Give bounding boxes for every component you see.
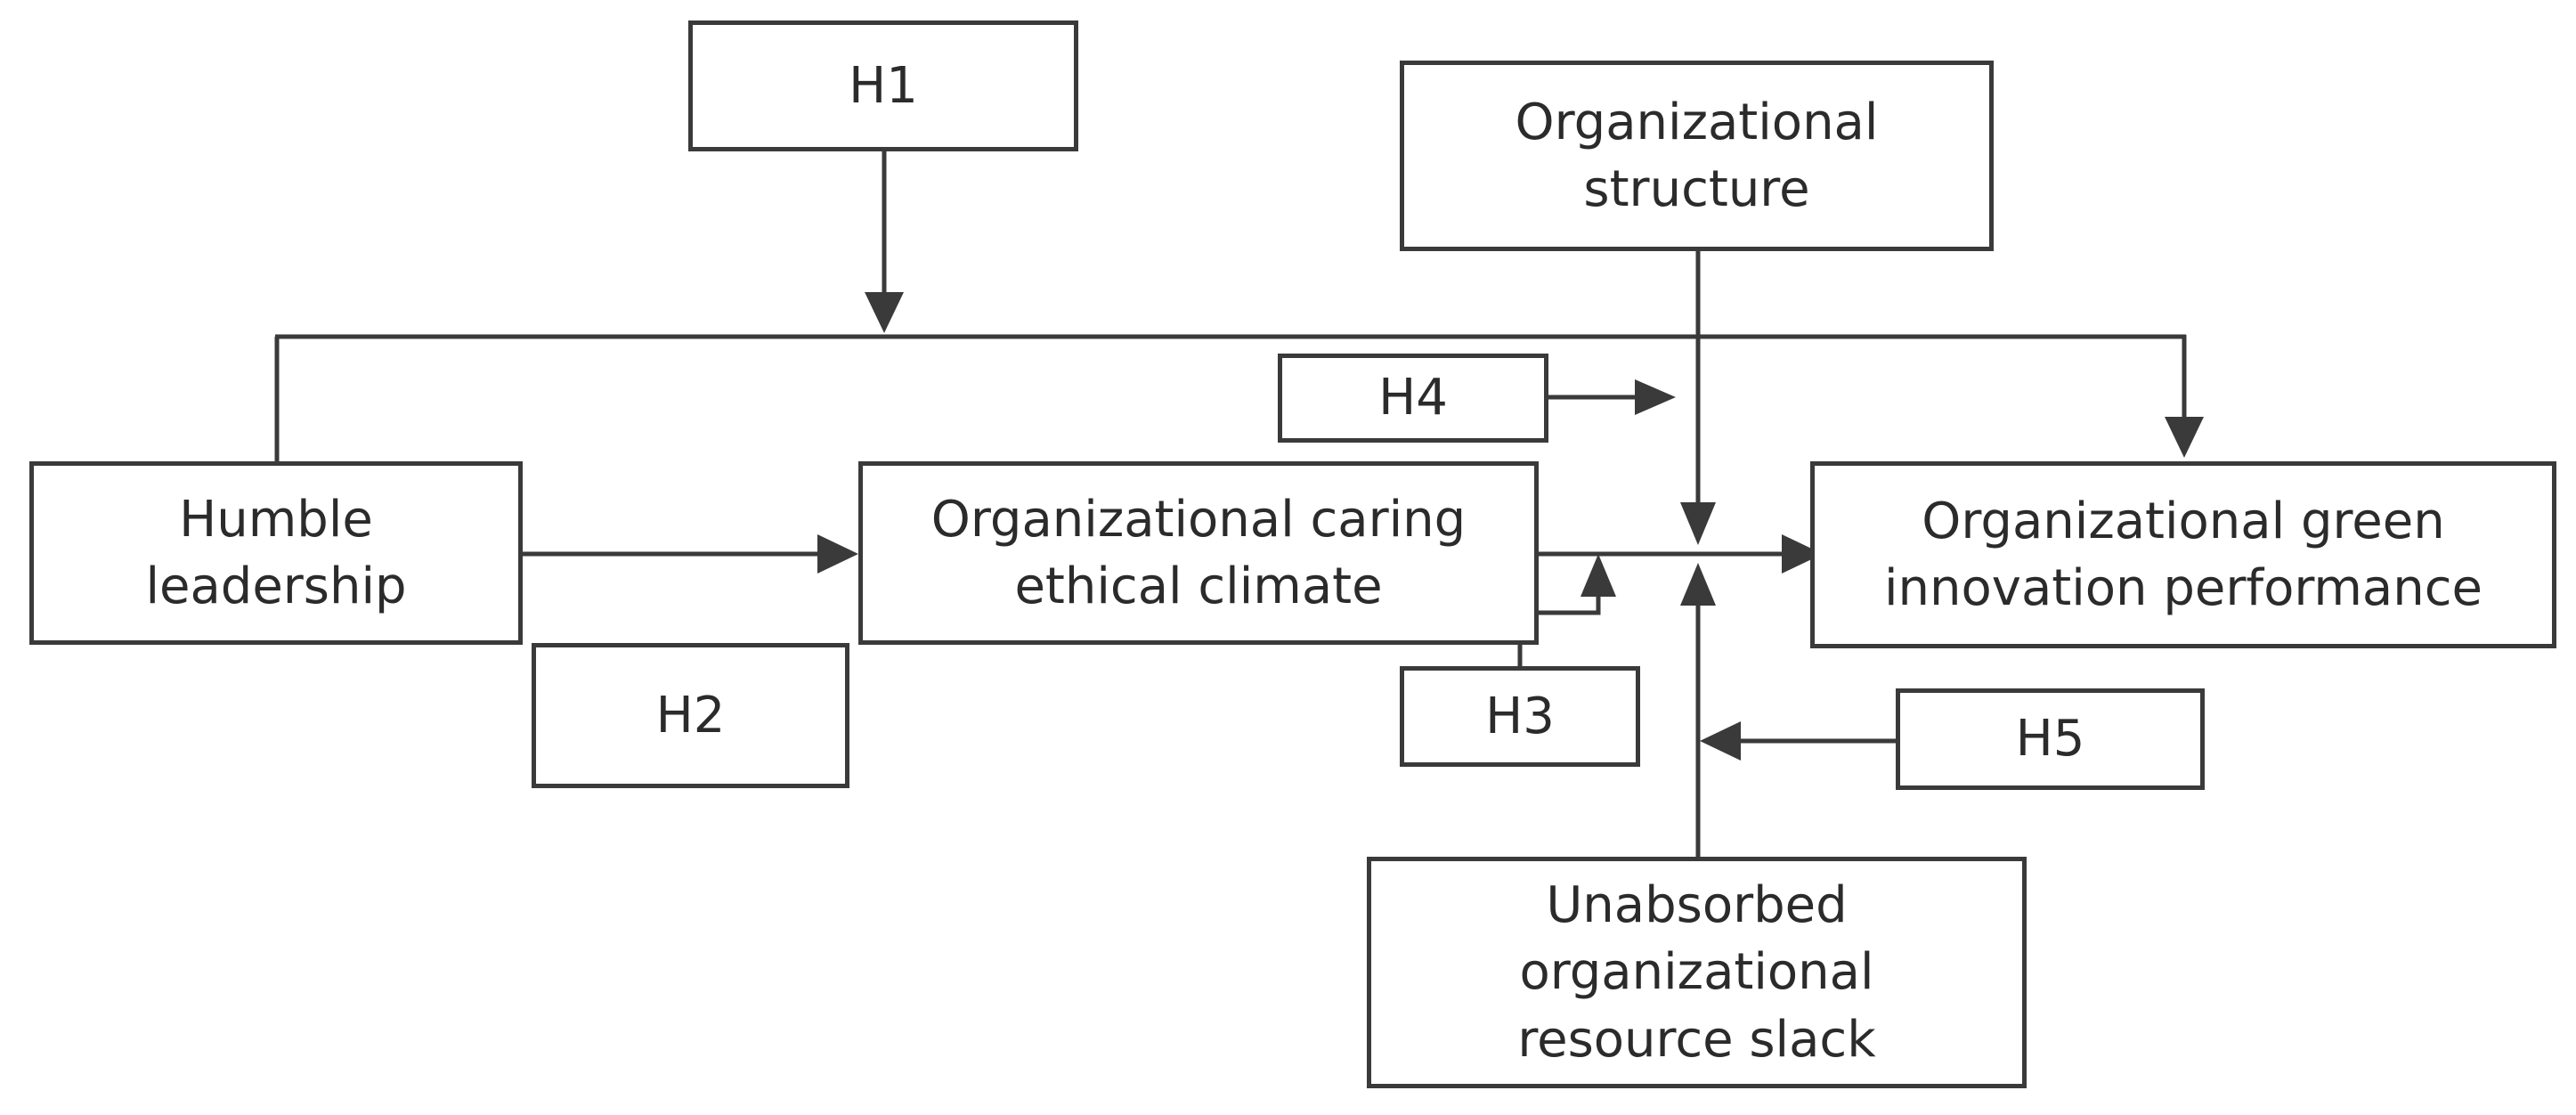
structure-line-2: structure (1583, 160, 1810, 218)
h3-moderation-arrowhead (1581, 554, 1616, 597)
resource-slack-line-1: Unabsorbed (1546, 876, 1848, 935)
h2-text: H2 (655, 686, 726, 745)
h3-text: H3 (1485, 687, 1555, 745)
green-innovation-line-1: Organizational green (1922, 492, 2445, 550)
humble-leadership-line-1: Humble (179, 490, 373, 549)
h1-text: H1 (849, 56, 918, 115)
humble-leadership-line-2: leadership (145, 558, 407, 615)
caring-climate-line-1: Organizational caring (930, 490, 1467, 549)
caring-ethical-climate-node: Organizational caring ethical climate (858, 461, 1539, 645)
h4-arrowhead (1635, 379, 1676, 415)
humble-leadership-node: Humble leadership (29, 461, 523, 645)
h1-arrowhead (865, 292, 904, 333)
slack-arrowhead (1680, 563, 1716, 606)
h4-label: H4 (1278, 354, 1548, 443)
organizational-structure-node: Organizational structure (1400, 61, 1994, 251)
h1-label: H1 (688, 20, 1078, 151)
h5-text: H5 (2015, 710, 2085, 769)
resource-slack-node: Unabsorbed organizational resource slack (1367, 857, 2027, 1088)
h3-label: H3 (1400, 666, 1640, 767)
caring-climate-line-2: ethical climate (1014, 558, 1383, 615)
h4-text: H4 (1378, 369, 1448, 427)
main-path-arrowhead (2165, 417, 2204, 458)
structure-arrowhead (1680, 502, 1716, 545)
h5-arrowhead (1700, 721, 1741, 761)
resource-slack-line-3: resource slack (1517, 1010, 1876, 1069)
h3-arrowhead (1782, 534, 1823, 574)
resource-slack-line-2: organizational (1519, 943, 1874, 1002)
h2-arrowhead (817, 534, 858, 574)
h5-label: H5 (1896, 688, 2205, 790)
h2-label: H2 (532, 643, 849, 788)
structure-line-1: Organizational (1515, 93, 1879, 151)
green-innovation-performance-node: Organizational green innovation performa… (1810, 461, 2556, 648)
green-innovation-line-2: innovation performance (1884, 559, 2483, 617)
